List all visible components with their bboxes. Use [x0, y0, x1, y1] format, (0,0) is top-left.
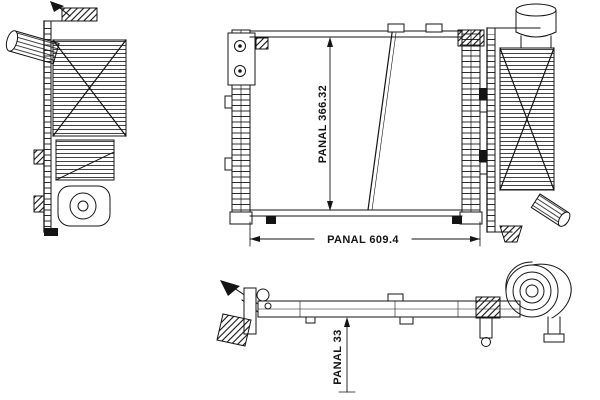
- side-tab: [479, 161, 488, 175]
- bracket-hole: [234, 65, 246, 77]
- side-tab: [224, 157, 233, 171]
- side-tab: [224, 95, 233, 109]
- front-view: [224, 23, 488, 225]
- bracket-hole: [234, 40, 246, 52]
- bottom-foot: [44, 228, 58, 236]
- bracket-hole-center: [238, 69, 242, 73]
- flow-arrow-icon: [50, 1, 64, 12]
- hose-loop: [531, 263, 572, 319]
- drain-plug-center: [77, 200, 89, 212]
- drain-plug: [69, 192, 97, 220]
- bottom-clip: [266, 216, 276, 224]
- dimension-arrow-down: [327, 201, 333, 211]
- top-clip: [387, 23, 405, 33]
- dimension-width: PANAL 609.4: [249, 221, 481, 247]
- hose-loop: [505, 261, 533, 292]
- mount-peg: [479, 150, 487, 162]
- clip: [387, 293, 404, 302]
- cross-brace: [52, 39, 127, 137]
- clip: [305, 316, 316, 324]
- mount-peg: [33, 149, 45, 165]
- right-side-view: [479, 3, 571, 243]
- side-tab: [479, 99, 488, 113]
- diagonal-brace: [371, 32, 397, 211]
- bottom-bracket: [499, 225, 523, 243]
- cross-brace: [499, 47, 555, 191]
- tank-gill-strip: [44, 26, 51, 228]
- dimension-arrow-left: [250, 236, 260, 242]
- left-side-view: [5, 1, 127, 236]
- right-end-fittings: [475, 261, 572, 347]
- dimension-height: PANAL 366.32: [317, 37, 333, 211]
- filler-cap-bottom: [515, 31, 557, 38]
- dimension-width-label: PANAL 609.4: [327, 234, 399, 246]
- bracket-hole-center: [238, 44, 242, 48]
- filler-neck: [515, 3, 557, 49]
- connector: [479, 317, 493, 339]
- filler-cap-top: [515, 3, 557, 17]
- mount-peg: [479, 88, 487, 100]
- tank-gill-strip: [487, 34, 495, 228]
- connector-hole: [481, 337, 491, 347]
- bracket-flag: [220, 280, 240, 296]
- rubber-mount: [216, 313, 252, 347]
- mount-hole: [256, 288, 270, 302]
- outlet-pipe: [530, 193, 571, 227]
- bottom-view: PANAL 33: [216, 261, 572, 393]
- dimension-arrow-up: [344, 317, 350, 327]
- mid-section: [55, 139, 115, 181]
- hose-coil: [505, 264, 559, 318]
- top-clip: [255, 37, 269, 50]
- mount-hole: [264, 302, 272, 310]
- dimension-depth-label: PANAL 33: [332, 329, 344, 384]
- bottom-boss: [57, 185, 111, 227]
- hose-coil: [525, 284, 539, 298]
- dimension-arrow-right: [470, 236, 480, 242]
- top-bracket: [61, 7, 98, 22]
- hose-coil: [519, 278, 545, 304]
- dimension-arrow-up: [327, 37, 333, 47]
- mount-peg: [33, 195, 45, 213]
- diagonal-brace: [367, 32, 393, 211]
- rubber-mount: [475, 296, 501, 319]
- hose-coil: [512, 271, 552, 311]
- clip: [399, 316, 414, 325]
- dimension-height-label: PANAL 366.32: [317, 85, 329, 163]
- bottom-foot-left: [229, 211, 253, 225]
- bottom-foot-right: [459, 211, 483, 225]
- mid-section-brace: [55, 151, 115, 181]
- top-clip: [425, 23, 443, 33]
- fitting-base: [543, 333, 565, 343]
- outlet-pipe-opening: [557, 211, 571, 227]
- mount-bracket-right: [457, 29, 485, 47]
- bottom-clip: [452, 216, 462, 224]
- dimension-depth: PANAL 33: [332, 317, 356, 393]
- inlet-pipe-opening: [5, 30, 19, 52]
- left-end-fittings: [216, 280, 272, 347]
